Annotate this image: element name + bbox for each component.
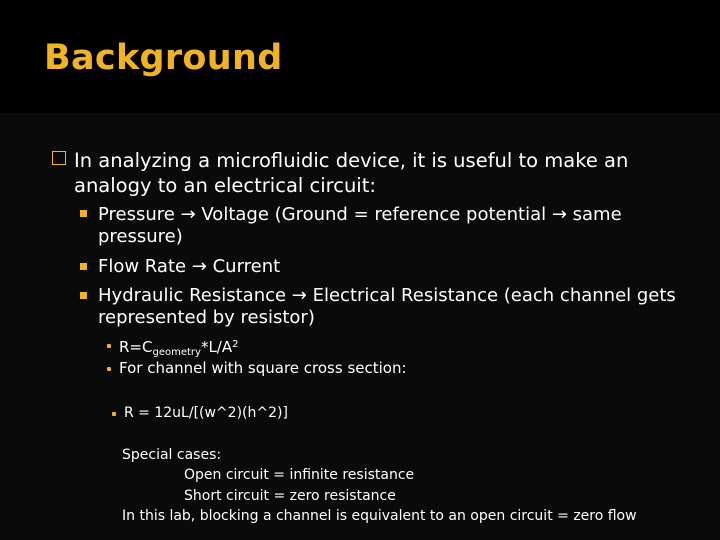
dot-bullet-icon (107, 344, 111, 348)
square-bullet-icon (52, 151, 66, 165)
lab-note-text: In this lab, blocking a channel is equiv… (122, 508, 637, 524)
square-section-text: For channel with square cross section: (119, 359, 407, 377)
special-cases-heading: Special cases: (122, 447, 222, 463)
formula-subscript: geometry (152, 347, 201, 358)
formula-middle: *L/A (200, 338, 233, 356)
dot-bullet-icon (112, 412, 116, 416)
slide-title: Background (44, 38, 283, 78)
dot-bullet-icon (107, 367, 111, 371)
square-bullet-icon (80, 210, 87, 217)
square-formula: R = 12uL/[(w^2)(h^2)] (124, 405, 288, 421)
title-bar: Background (0, 0, 720, 113)
open-circuit-text: Open circuit = infinite resistance (184, 467, 415, 483)
square-bullet-icon (80, 263, 87, 270)
slide-body (0, 113, 720, 540)
formula-resistance: R=Cgeometry*L/A2 (119, 335, 238, 363)
sub-bullet-pressure: Pressure → Voltage (Ground = reference p… (98, 204, 622, 247)
formula-prefix: R=C (119, 338, 153, 356)
sub-bullet-flow-rate: Flow Rate → Current (98, 256, 281, 277)
formula-superscript: 2 (232, 339, 239, 350)
short-circuit-text: Short circuit = zero resistance (184, 488, 396, 504)
sub-bullet-resistance: Hydraulic Resistance → Electrical Resist… (98, 285, 676, 328)
square-bullet-icon (80, 292, 87, 299)
bullet-main: In analyzing a microfluidic device, it i… (74, 149, 629, 197)
